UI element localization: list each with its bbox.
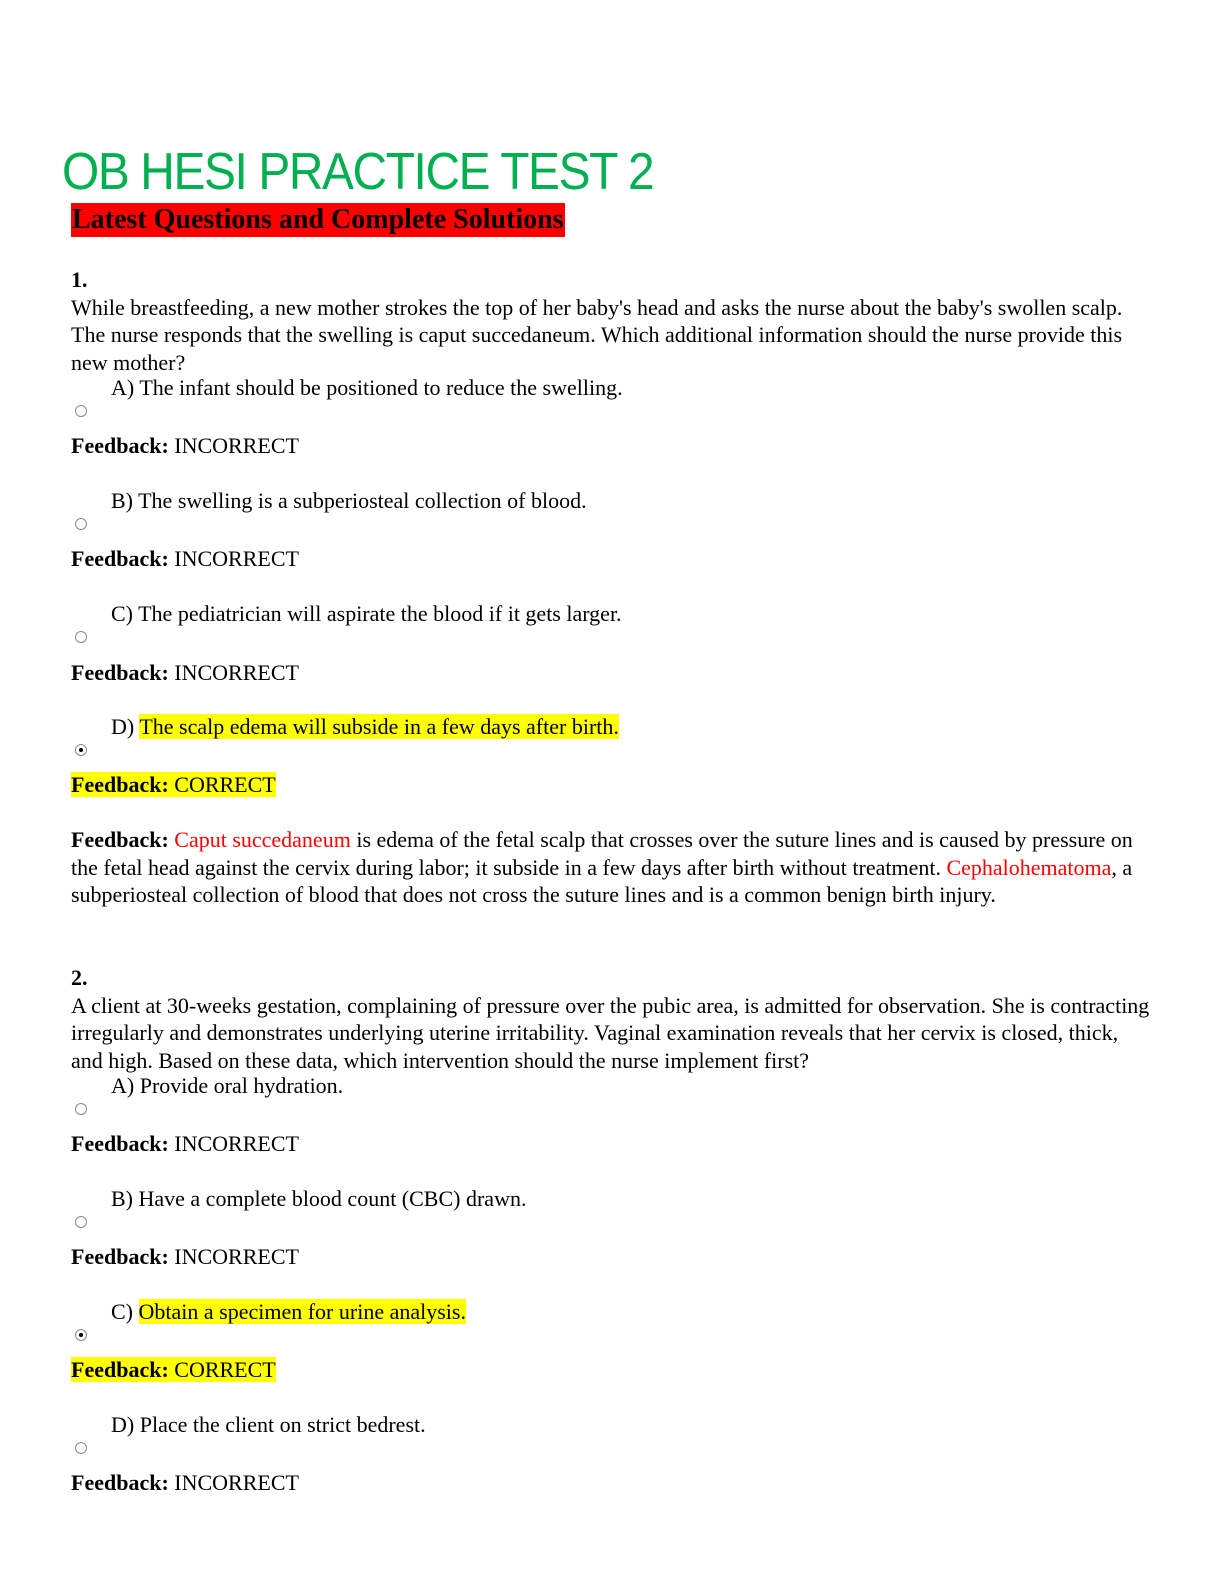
feedback-d: Feedback: INCORRECT — [71, 1469, 299, 1497]
question-1: 1. While breastfeeding, a new mother str… — [71, 266, 1151, 376]
option-letter: B) — [111, 1186, 133, 1211]
rationale-term-caput: Caput succedaneum — [174, 827, 351, 852]
option-d: D) The scalp edema will subside in a few… — [111, 713, 619, 741]
radio-selected-dot — [79, 1333, 83, 1337]
feedback-highlight: Feedback: CORRECT — [71, 772, 276, 797]
radio-selected-dot — [79, 748, 83, 752]
rationale-1: Feedback: Caput succedaneum is edema of … — [71, 826, 1151, 909]
option-b: B) The swelling is a subperiosteal colle… — [111, 487, 587, 515]
option-letter: D) — [111, 1412, 135, 1437]
document-title: OB HESI PRACTICE TEST 2 — [62, 143, 655, 201]
option-letter: A) — [111, 1073, 135, 1098]
feedback-highlight: Feedback: CORRECT — [71, 1357, 276, 1382]
feedback-value: CORRECT — [174, 1357, 276, 1382]
option-letter: C) — [111, 601, 133, 626]
feedback-b: Feedback: INCORRECT — [71, 1243, 299, 1271]
feedback-label: Feedback: — [71, 546, 169, 571]
question-number: 2. — [71, 965, 88, 990]
rationale-term-cephalohematoma: Cephalohematoma — [946, 854, 1112, 880]
option-a: A) Provide oral hydration. — [111, 1072, 343, 1100]
radio-option-a[interactable] — [75, 1103, 87, 1115]
option-d: D) Place the client on strict bedrest. — [111, 1411, 426, 1439]
option-c: C) The pediatrician will aspirate the bl… — [111, 600, 622, 628]
radio-option-c[interactable] — [75, 631, 87, 643]
option-letter: B) — [111, 488, 133, 513]
question-number: 1. — [71, 267, 88, 292]
feedback-value: INCORRECT — [174, 1470, 299, 1495]
feedback-d: Feedback: CORRECT — [71, 771, 276, 799]
rationale-text: , a subperiosteal collection of blood th… — [71, 854, 1133, 908]
option-text: The pediatrician will aspirate the blood… — [138, 601, 622, 626]
feedback-a: Feedback: INCORRECT — [71, 432, 299, 460]
option-a: A) The infant should be positioned to re… — [111, 374, 623, 402]
rationale-label: Feedback: — [71, 827, 169, 852]
option-letter: C) — [111, 1299, 133, 1324]
feedback-b: Feedback: INCORRECT — [71, 545, 299, 573]
option-text: Place the client on strict bedrest. — [139, 1412, 426, 1437]
option-b: B) Have a complete blood count (CBC) dra… — [111, 1185, 526, 1213]
feedback-value: INCORRECT — [174, 660, 299, 685]
feedback-label: Feedback: — [71, 1357, 169, 1382]
feedback-label: Feedback: — [71, 660, 169, 685]
question-2: 2. A client at 30-weeks gestation, compl… — [71, 964, 1151, 1074]
feedback-value: INCORRECT — [174, 1131, 299, 1156]
feedback-value: CORRECT — [174, 772, 276, 797]
feedback-c: Feedback: INCORRECT — [71, 659, 299, 687]
feedback-c: Feedback: CORRECT — [71, 1356, 276, 1384]
option-text: Obtain a specimen for urine analysis. — [138, 1299, 466, 1324]
question-text: A client at 30-weeks gestation, complain… — [71, 992, 1150, 1073]
feedback-value: INCORRECT — [174, 1244, 299, 1269]
feedback-label: Feedback: — [71, 433, 169, 458]
option-c: C) Obtain a specimen for urine analysis. — [111, 1298, 466, 1326]
option-text: Have a complete blood count (CBC) drawn. — [138, 1186, 527, 1211]
radio-option-b[interactable] — [75, 518, 87, 530]
radio-option-c[interactable] — [75, 1329, 87, 1341]
radio-option-b[interactable] — [75, 1216, 87, 1228]
radio-option-a[interactable] — [75, 405, 87, 417]
option-text: Provide oral hydration. — [139, 1073, 344, 1098]
feedback-value: INCORRECT — [174, 546, 299, 571]
document-subtitle: Latest Questions and Complete Solutions — [71, 203, 565, 237]
rationale-text: is edema of the fetal scalp that crosses… — [71, 827, 1133, 880]
option-letter: D) — [111, 714, 135, 739]
option-text: The infant should be positioned to reduc… — [139, 375, 623, 400]
option-letter: A) — [111, 375, 135, 400]
feedback-label: Feedback: — [71, 1244, 169, 1269]
feedback-label: Feedback: — [71, 1131, 169, 1156]
feedback-label: Feedback: — [71, 1470, 169, 1495]
feedback-label: Feedback: — [71, 772, 169, 797]
option-text: The scalp edema will subside in a few da… — [139, 714, 619, 739]
feedback-value: INCORRECT — [174, 433, 299, 458]
feedback-a: Feedback: INCORRECT — [71, 1130, 299, 1158]
question-text: While breastfeeding, a new mother stroke… — [71, 294, 1123, 375]
radio-option-d[interactable] — [75, 744, 87, 756]
option-text: The swelling is a subperiosteal collecti… — [138, 488, 587, 513]
radio-option-d[interactable] — [75, 1442, 87, 1454]
